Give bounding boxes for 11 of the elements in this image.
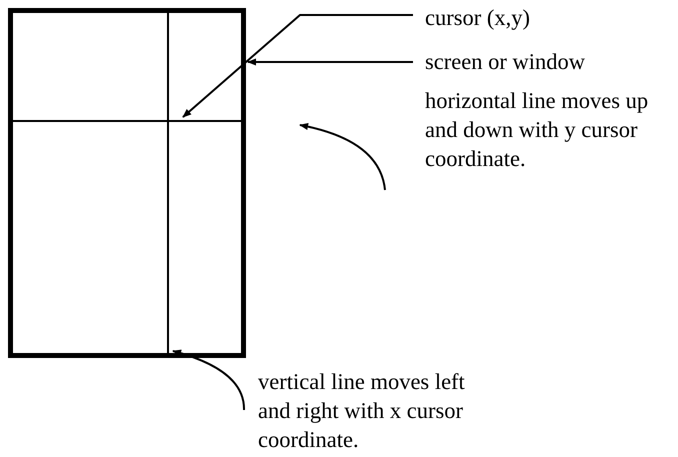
crosshair-line xyxy=(167,13,169,353)
leader-arrow xyxy=(247,58,413,66)
annotation-text: vertical line moves left and right with x cursor coordinate. xyxy=(258,367,498,454)
crosshair-line xyxy=(13,120,241,122)
screen-frame xyxy=(8,8,246,358)
annotation-text: cursor (x,y) xyxy=(425,3,625,32)
annotation-text: screen or window xyxy=(425,47,645,76)
annotation-text: horizontal line moves up and down with y cursor coordinate. xyxy=(425,86,678,173)
leader-arrow xyxy=(299,123,386,190)
leader-arrow xyxy=(182,14,413,118)
leader-arrow xyxy=(172,350,245,410)
